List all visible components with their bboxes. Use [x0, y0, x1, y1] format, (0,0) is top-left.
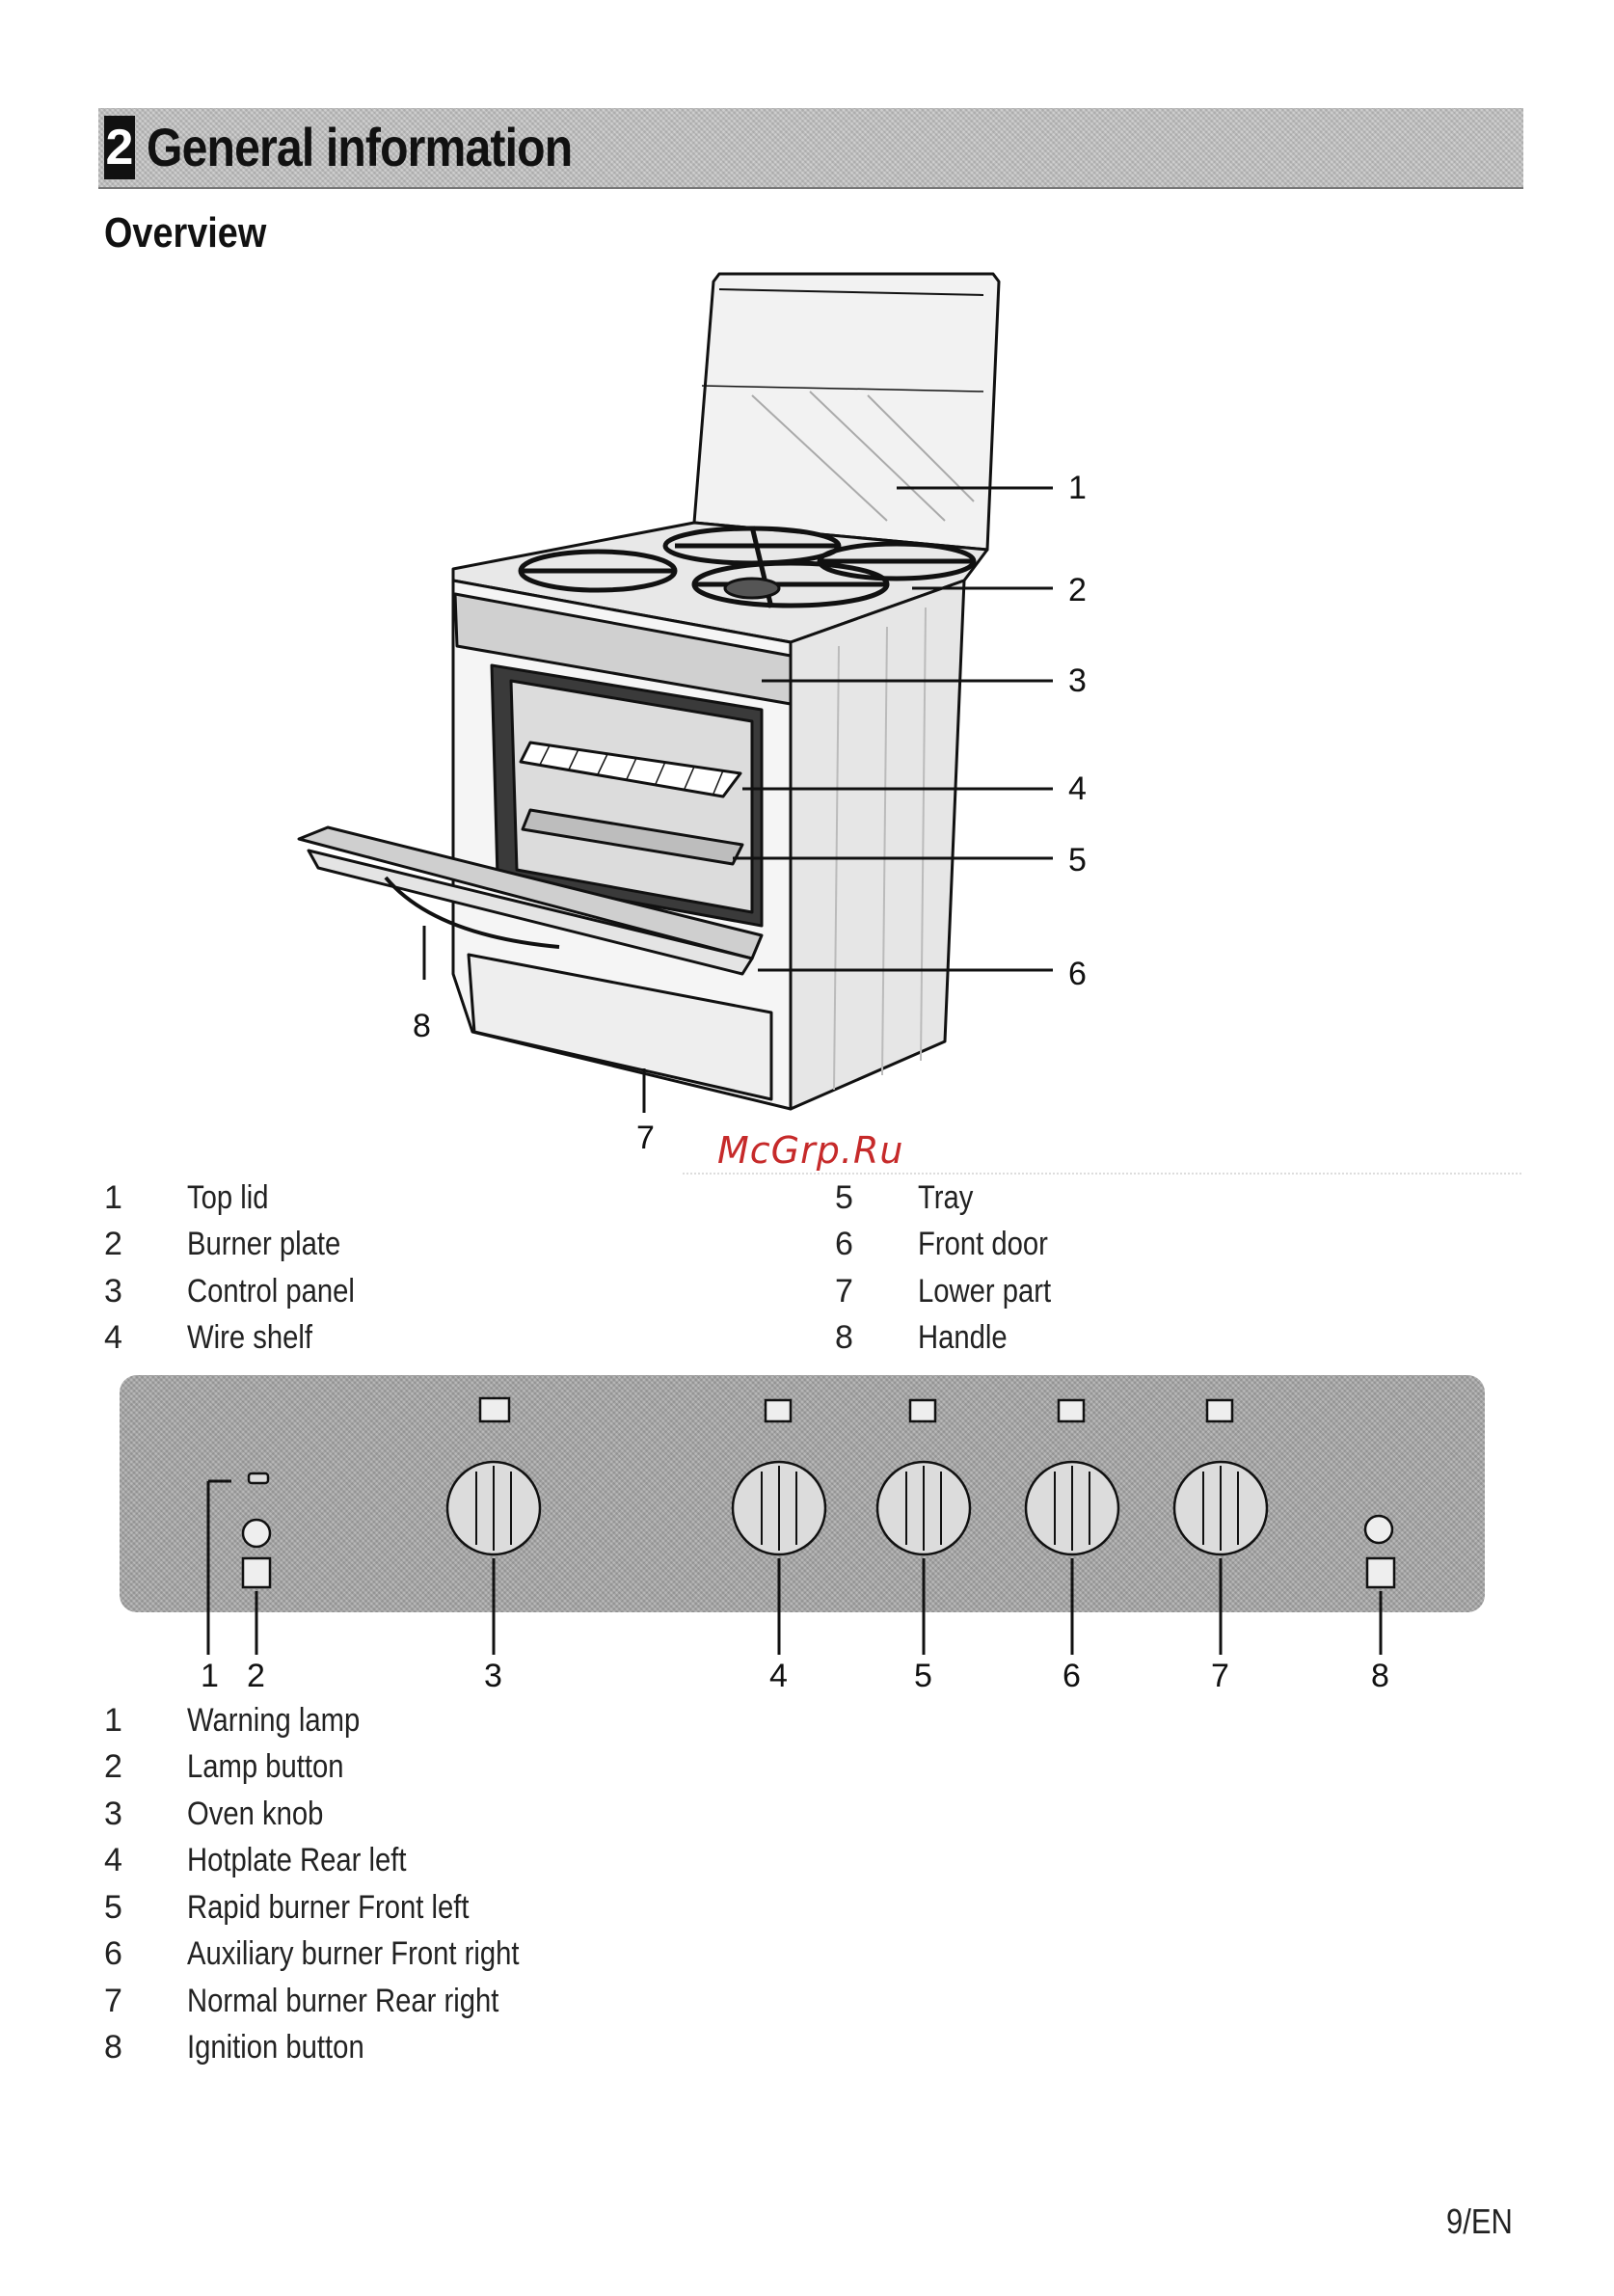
panel-callout: 2 — [247, 1658, 265, 1694]
figure-callout: 4 — [1068, 770, 1087, 807]
cooker-illustration — [297, 272, 1053, 1113]
figure-callout: 7 — [636, 1120, 655, 1156]
figure-callout: 1 — [1068, 470, 1087, 506]
panel-callout: 6 — [1063, 1658, 1081, 1694]
page-number: 9/EN — [1446, 2201, 1513, 2241]
section-title: General information — [147, 117, 573, 177]
panel-callout: 3 — [484, 1658, 502, 1694]
figure-callout: 6 — [1068, 956, 1087, 992]
control-panel-drawing — [206, 1396, 1396, 1655]
panel-callout: 4 — [769, 1658, 788, 1694]
watermark: McGrp.Ru — [717, 1129, 904, 1172]
section-header-bar: 2 General information — [98, 108, 1523, 189]
figure-callout: 2 — [1068, 572, 1087, 608]
figure-callout: 3 — [1068, 662, 1087, 699]
figure-callout: 8 — [413, 1008, 431, 1044]
section-number: 2 — [104, 116, 135, 179]
panel-callout: 1 — [201, 1658, 219, 1694]
figure-callout: 5 — [1068, 842, 1087, 878]
divider — [683, 1173, 1521, 1175]
overview-heading: Overview — [104, 209, 267, 257]
panel-callout: 5 — [914, 1658, 932, 1694]
panel-callout: 7 — [1211, 1658, 1229, 1694]
panel-callout: 8 — [1371, 1658, 1389, 1694]
